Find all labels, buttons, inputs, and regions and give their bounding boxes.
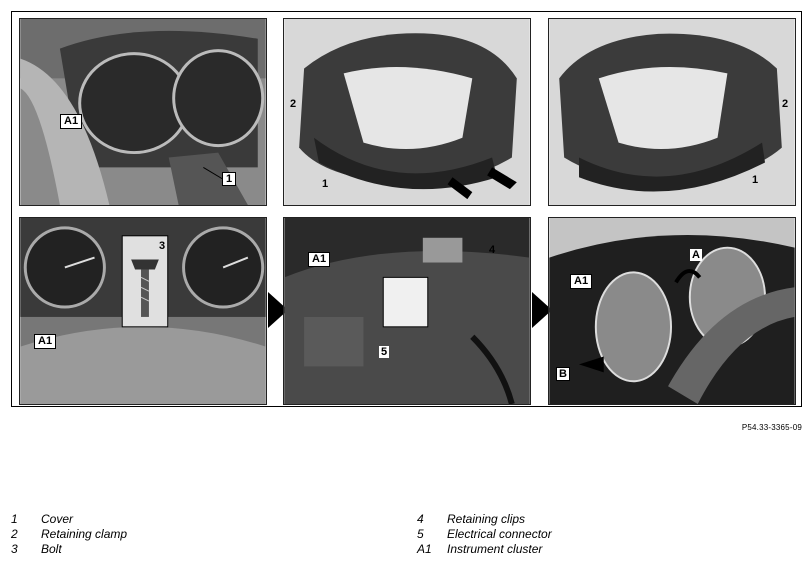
legend-item: 2 Retaining clamp — [11, 527, 331, 542]
panel-cover-rear — [548, 18, 796, 206]
panel-cluster-cover — [19, 18, 267, 206]
label-2-panel2: 2 — [290, 98, 297, 110]
label-4-panel5: 4 — [489, 244, 496, 256]
legend-key: 4 — [417, 512, 424, 526]
label-1-panel3: 1 — [752, 174, 759, 186]
legend-label: Electrical connector — [447, 527, 552, 541]
label-1-panel1: 1 — [222, 172, 237, 186]
cluster-cover-illustration — [20, 19, 266, 205]
legend-label: Retaining clamp — [41, 527, 128, 541]
legend-label: Bolt — [41, 542, 62, 556]
step-arrow-2 — [532, 292, 552, 328]
legend-key: A1 — [417, 542, 432, 556]
label-a1-panel4: A1 — [34, 334, 57, 349]
panel-connector — [283, 217, 531, 405]
legend-key: 1 — [11, 512, 18, 526]
panel-cover-front — [283, 18, 531, 206]
bolt-illustration — [20, 218, 266, 404]
legend-item: 3 Bolt — [11, 542, 331, 557]
label-a1-panel5: A1 — [308, 252, 331, 267]
legend-right: 4 Retaining clips 5 Electrical connector… — [417, 512, 737, 557]
label-5-panel5: 5 — [379, 346, 390, 358]
legend-item: 4 Retaining clips — [417, 512, 737, 527]
cover-front-illustration — [284, 19, 530, 205]
label-a-panel6: A — [690, 249, 702, 261]
cover-rear-illustration — [549, 19, 795, 205]
legend-key: 3 — [11, 542, 18, 556]
diagram-frame: A1 1 2 1 2 1 — [11, 11, 802, 407]
label-b-panel6: B — [556, 367, 570, 381]
panel-removal — [548, 217, 796, 405]
legend-item: 1 Cover — [11, 512, 331, 527]
legend-item: A1 Instrument cluster — [417, 542, 737, 557]
label-1-panel2: 1 — [322, 178, 329, 190]
label-a1-panel1: A1 — [60, 114, 83, 129]
figure-code: P54.33-3365-09 — [741, 423, 802, 432]
legend-key: 2 — [11, 527, 18, 541]
legend-left: 1 Cover 2 Retaining clamp 3 Bolt — [11, 512, 331, 557]
legend-label: Cover — [41, 512, 74, 526]
label-2-panel3: 2 — [782, 98, 789, 110]
legend-label: Instrument cluster — [447, 542, 543, 556]
removal-illustration — [549, 218, 795, 404]
panel-bolt — [19, 217, 267, 405]
legend-key: 5 — [417, 527, 424, 541]
label-3-panel4: 3 — [159, 240, 166, 252]
connector-illustration — [284, 218, 530, 404]
legend-item: 5 Electrical connector — [417, 527, 737, 542]
label-a1-panel6: A1 — [570, 274, 593, 289]
legend-label: Retaining clips — [447, 512, 526, 526]
